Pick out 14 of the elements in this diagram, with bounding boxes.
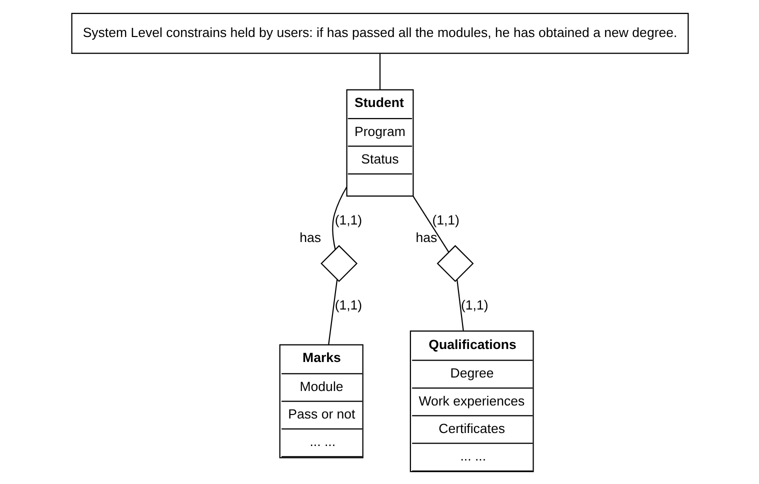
connector <box>412 195 449 252</box>
node-box: System Level constrains held by users: if has passed all the modules, he has obtained a new degree. <box>70 12 688 54</box>
edge-label: (1,1) <box>334 297 362 312</box>
node-label: has <box>415 230 437 245</box>
connector <box>378 53 380 90</box>
edge-label: (1,1) <box>334 212 362 227</box>
node-diamond <box>436 244 474 282</box>
edge-label: (1,1) <box>432 212 459 227</box>
connector <box>456 279 464 330</box>
edge-label: (1,1) <box>460 297 488 312</box>
node-label: has <box>299 230 320 245</box>
connector <box>332 186 347 249</box>
node-diamond <box>320 244 358 282</box>
connector <box>328 279 338 344</box>
